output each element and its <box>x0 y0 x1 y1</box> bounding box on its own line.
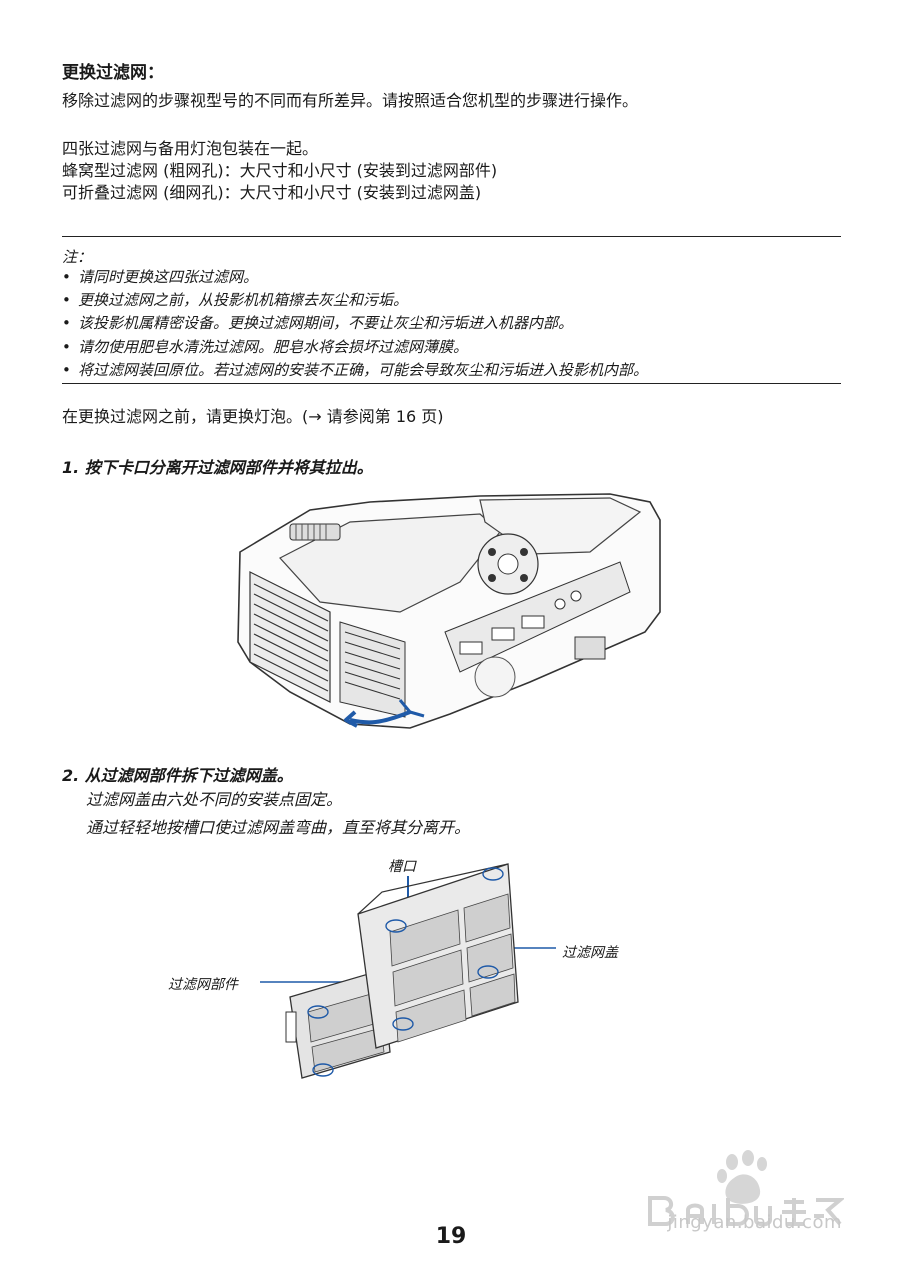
note-item: •请勿使用肥皂水清洗过滤网。肥皂水将会损坏过滤网薄膜。 <box>62 336 648 359</box>
step-1-title: 1. 按下卡口分离开过滤网部件并将其拉出。 <box>62 458 373 477</box>
watermark-url: jingyan.baidu.com <box>667 1212 842 1233</box>
lamp-reference: 在更换过滤网之前，请更换灯泡。(→ 请参阅第 16 页) <box>62 407 444 426</box>
note-item: •请同时更换这四张过滤网。 <box>62 266 648 289</box>
filter-illustration <box>260 863 556 1079</box>
intro-text: 移除过滤网的步骤视型号的不同而有所差异。请按照适合您机型的步骤进行操作。 <box>62 91 639 110</box>
baidu-paw-icon <box>648 1150 844 1227</box>
bullet: • <box>62 314 71 333</box>
note-bottom-rule <box>62 383 841 384</box>
step-2-line-1: 过滤网盖由六处不同的安装点固定。 <box>86 790 343 809</box>
note-item: •将过滤网装回原位。若过滤网的安装不正确，可能会导致灰尘和污垢进入投影机内部。 <box>62 359 648 382</box>
callout-filter-cover: 过滤网盖 <box>562 945 618 961</box>
section-title: 更换过滤网： <box>62 63 164 83</box>
foldable-text: 可折叠过滤网 (细网孔)：大尺寸和小尺寸 (安装到过滤网盖) <box>62 183 482 202</box>
honeycomb-text: 蜂窝型过滤网 (粗网孔)：大尺寸和小尺寸 (安装到过滤网部件) <box>62 161 498 180</box>
page-number: 19 <box>435 1224 467 1249</box>
callout-notch: 槽口 <box>388 859 416 875</box>
bullet: • <box>62 291 71 310</box>
pack-text: 四张过滤网与备用灯泡包装在一起。 <box>62 139 319 158</box>
note-label: 注： <box>62 248 93 266</box>
note-list: •请同时更换这四张过滤网。 •更换过滤网之前，从投影机机箱擦去灰尘和污垢。 •该… <box>62 266 648 382</box>
note-item: •更换过滤网之前，从投影机机箱擦去灰尘和污垢。 <box>62 289 648 312</box>
projector-illustration <box>237 493 661 729</box>
step-2-title: 2. 从过滤网部件拆下过滤网盖。 <box>62 766 293 785</box>
bullet: • <box>62 337 71 356</box>
note-top-rule <box>62 236 841 237</box>
bullet: • <box>62 360 71 379</box>
callout-filter-unit: 过滤网部件 <box>168 977 238 993</box>
step-2-line-2: 通过轻轻地按槽口使过滤网盖弯曲，直至将其分离开。 <box>86 818 471 837</box>
note-item: •该投影机属精密设备。更换过滤网期间，不要让灰尘和污垢进入机器内部。 <box>62 312 648 335</box>
bullet: • <box>62 268 71 286</box>
